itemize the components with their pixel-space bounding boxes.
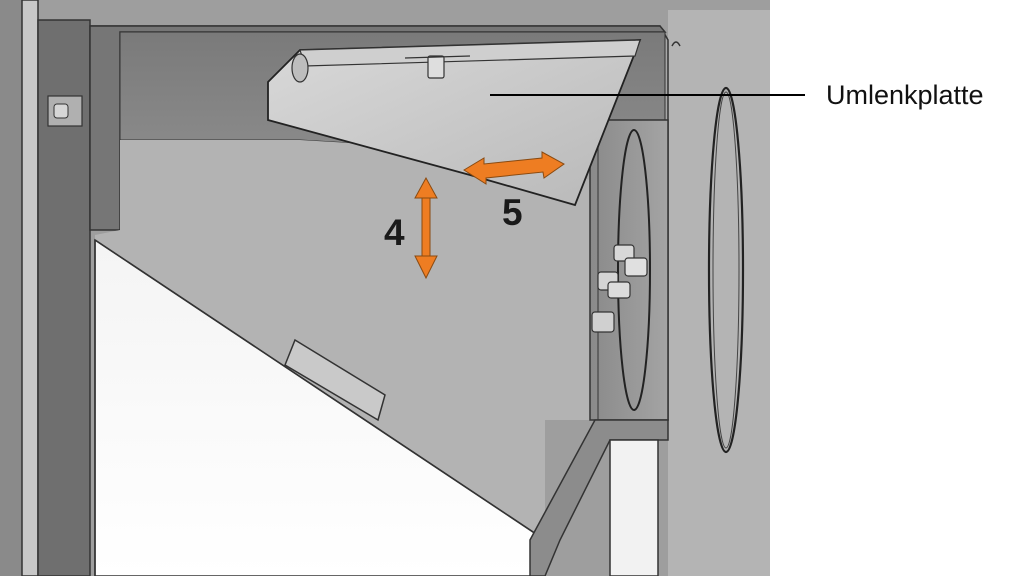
vertical-adjust-arrow-icon [414,176,438,280]
horizontal-adjust-arrow-icon [463,151,565,185]
left-frame-rail [21,0,39,577]
opening-diagonal-edge [94,239,546,541]
outer-ring-inner [712,91,740,449]
bolt-cluster [591,244,648,333]
arrow-4-label: 4 [384,212,405,253]
outer-ring [707,86,745,454]
deflector-pin [427,55,445,79]
diagonal-tab [284,338,386,422]
pin-slot [404,55,471,59]
corner-bolt [53,103,69,119]
deflector-pivot [291,53,309,83]
top-hook [671,41,681,47]
lower-right-opening [609,439,659,577]
inner-wall-oval [617,129,651,411]
left-frame-outer [0,0,22,576]
arrow-5-label: 5 [502,192,523,233]
lower-bracket [529,419,669,577]
deflector-plate-label: Umlenkplatte [826,80,984,110]
